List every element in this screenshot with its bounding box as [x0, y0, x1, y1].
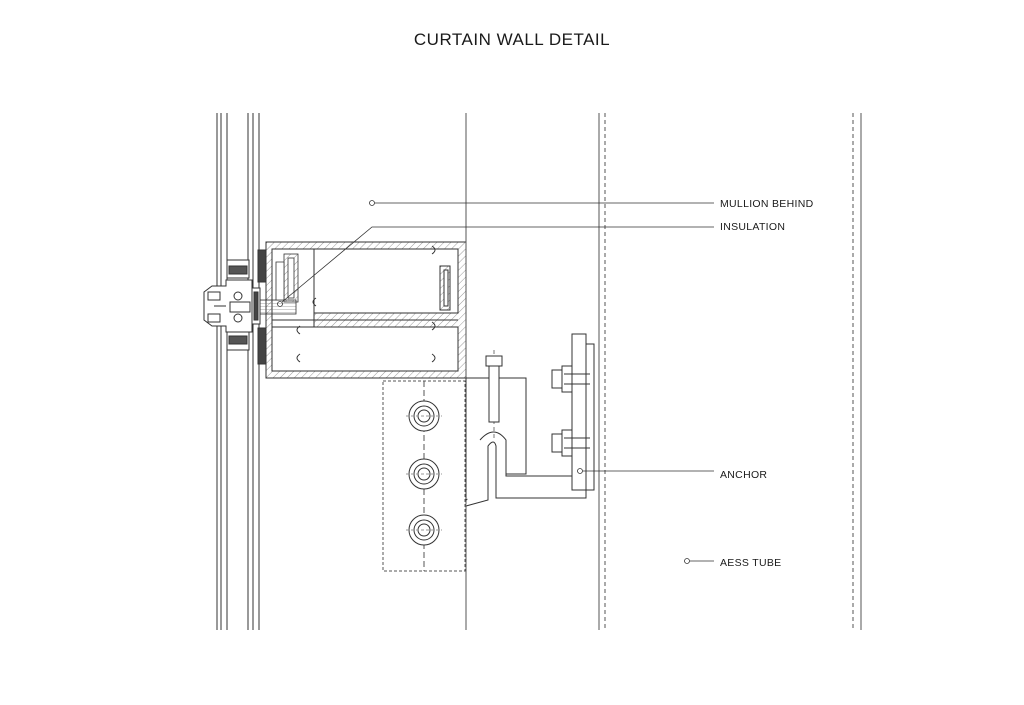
anchor-bracket [465, 333, 595, 507]
callout-aess-tube: AESS TUBE [720, 557, 782, 569]
anchor-bolt-bottom [551, 429, 590, 457]
pressure-plate-assembly [203, 259, 261, 351]
aluminium-mullion [265, 241, 467, 379]
callout-anchor: ANCHOR [720, 469, 768, 481]
callout-mullion-behind: MULLION BEHIND [720, 198, 814, 210]
embed-bolt-2 [406, 458, 442, 490]
embed-bolt-3 [406, 514, 442, 546]
leader-lines [277, 200, 714, 564]
anchor-bolt-top [551, 365, 590, 393]
embed-bolt-1 [406, 400, 442, 432]
structure-lines [465, 113, 862, 630]
drawing-title: CURTAIN WALL DETAIL [413, 30, 611, 49]
glazing-unit [216, 113, 260, 630]
callout-insulation: INSULATION [720, 221, 786, 233]
insulation-block [259, 253, 299, 315]
